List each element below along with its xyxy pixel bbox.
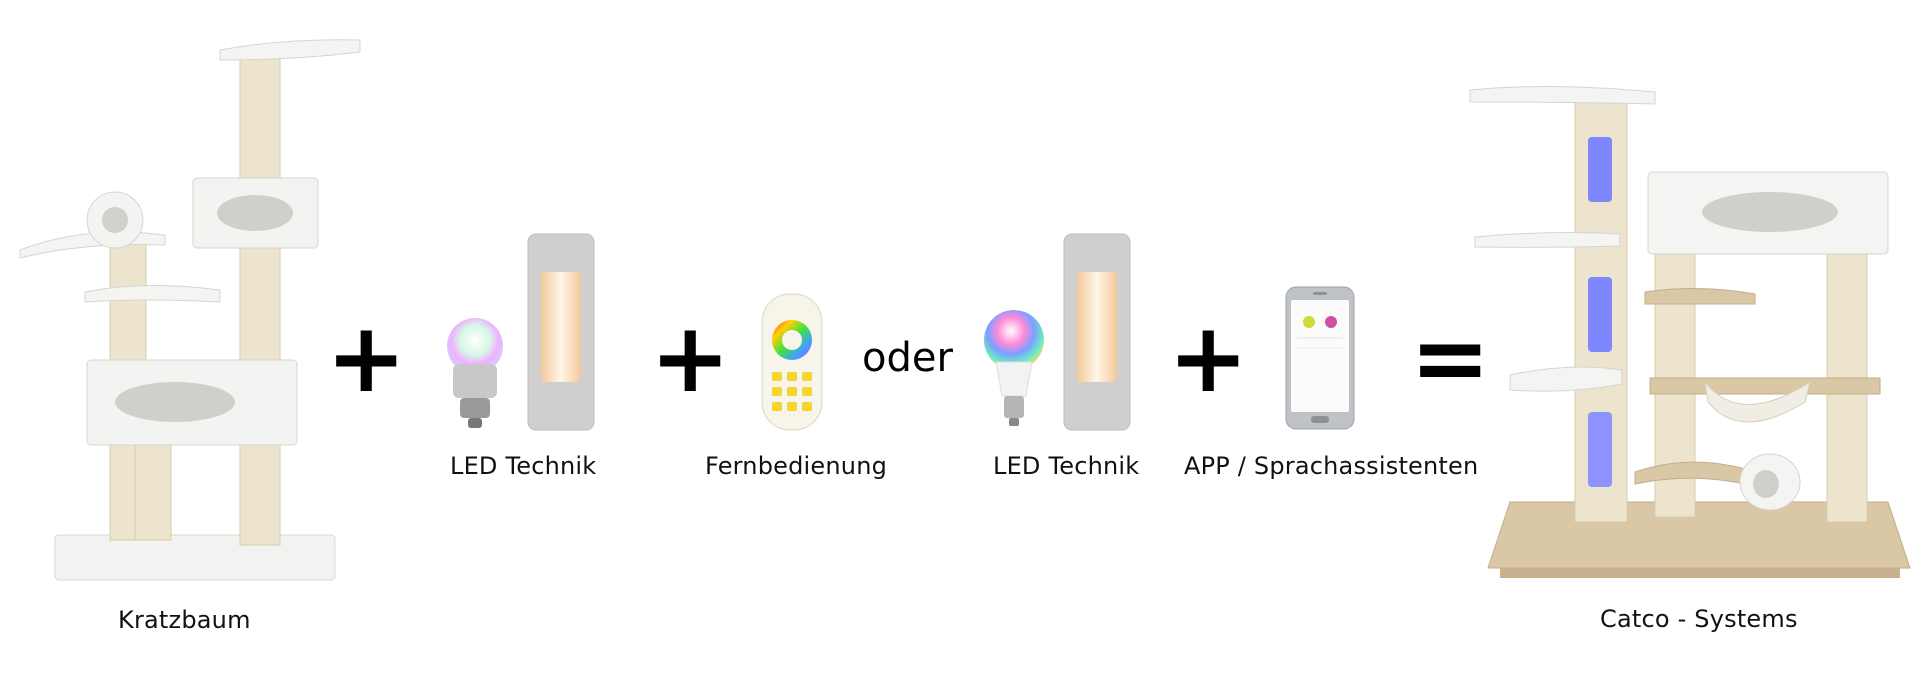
equals-operator: = xyxy=(1410,302,1491,414)
led-tube-image xyxy=(1063,233,1131,431)
led-tube-image xyxy=(527,233,595,431)
kratzbaum-image xyxy=(19,39,361,581)
plus-operator: + xyxy=(650,302,731,414)
fernbedienung-label: Fernbedienung xyxy=(705,452,888,480)
catco-system-image xyxy=(1469,85,1911,578)
remote-control-image xyxy=(761,293,823,431)
app-sprachassistenten-label: APP / Sprachassistenten xyxy=(1184,452,1479,480)
led-technik-label-2: LED Technik xyxy=(993,452,1140,480)
smart-bulb-icon xyxy=(984,310,1044,426)
catco-systems-label: Catco - Systems xyxy=(1600,605,1798,633)
smartphone-app-image xyxy=(1285,286,1355,430)
plus-operator: + xyxy=(1168,302,1249,414)
led-technik-label-1: LED Technik xyxy=(450,452,597,480)
led-bulb-icon xyxy=(447,318,503,428)
plus-operator: + xyxy=(326,302,407,414)
kratzbaum-label: Kratzbaum xyxy=(118,606,251,634)
or-text: oder xyxy=(862,335,953,381)
